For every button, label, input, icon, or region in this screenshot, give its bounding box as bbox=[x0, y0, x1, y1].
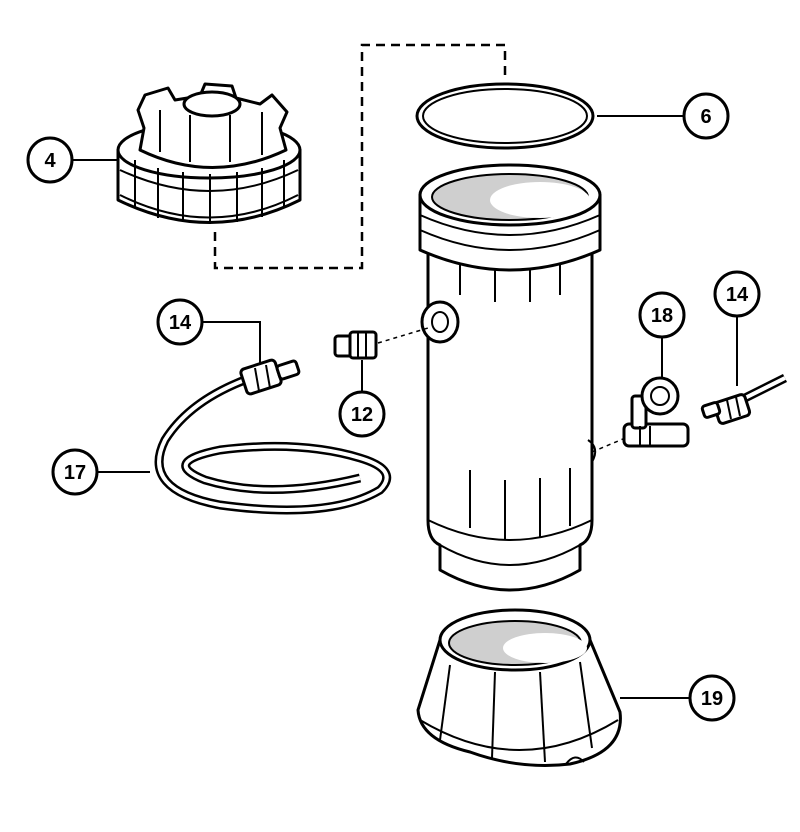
callout-12: 12 bbox=[338, 390, 386, 438]
part-cap bbox=[116, 82, 302, 224]
callout-17-label: 17 bbox=[64, 462, 86, 484]
callout-14-left-label: 14 bbox=[169, 312, 192, 334]
leader-14a bbox=[200, 321, 261, 364]
callout-6-label: 6 bbox=[700, 106, 711, 128]
part-base bbox=[416, 608, 622, 767]
callout-4-label: 4 bbox=[44, 150, 56, 172]
part-nut-14-right bbox=[700, 373, 788, 425]
callout-18-label: 18 bbox=[651, 305, 673, 327]
callout-14-left: 14 bbox=[156, 298, 204, 346]
callout-19: 19 bbox=[688, 674, 736, 722]
part-fitting-12 bbox=[333, 330, 378, 360]
callout-14-right: 14 bbox=[713, 270, 761, 318]
part-main-body bbox=[418, 163, 602, 592]
callout-4: 4 bbox=[26, 136, 74, 184]
callout-6: 6 bbox=[682, 92, 730, 140]
callout-19-label: 19 bbox=[701, 688, 723, 710]
assembly-dashed-line bbox=[213, 43, 507, 270]
part-tubing bbox=[154, 373, 392, 515]
inlet-dotted-line bbox=[377, 327, 429, 344]
part-o-ring bbox=[415, 82, 595, 150]
callout-17: 17 bbox=[51, 448, 99, 496]
callout-12-label: 12 bbox=[351, 404, 373, 426]
part-valve bbox=[622, 376, 690, 448]
callout-18: 18 bbox=[638, 291, 686, 339]
part-nut-14-left bbox=[239, 358, 301, 396]
callout-14-right-label: 14 bbox=[726, 284, 749, 306]
